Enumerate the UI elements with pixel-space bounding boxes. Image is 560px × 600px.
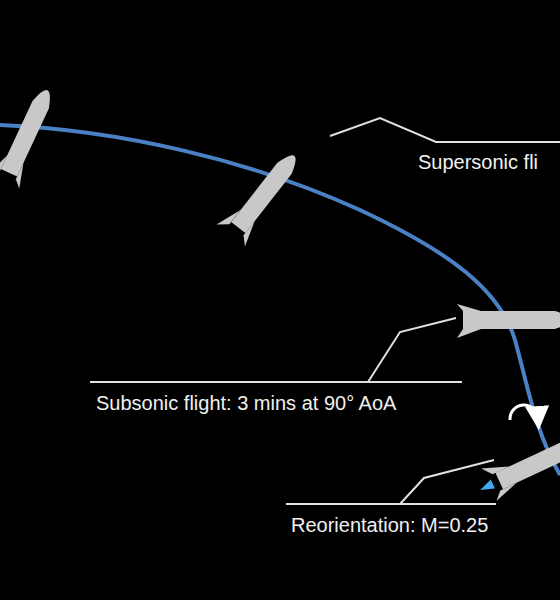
rotation-arrow [510, 405, 538, 420]
callout-label: Subsonic flight: 3 mins at 90° AoA [96, 391, 396, 415]
leader-line [330, 118, 560, 142]
callout-label: Supersonic fli [418, 150, 538, 174]
trajectory [0, 125, 560, 475]
leader-line [286, 503, 496, 505]
leader-line [90, 381, 462, 383]
rocket [0, 83, 62, 189]
callout-label: Reorientation: M=0.25 [291, 513, 488, 537]
leader-line [368, 318, 456, 382]
leader-line [400, 460, 494, 504]
rocket [217, 144, 308, 247]
rocket [472, 425, 560, 505]
rocket [457, 304, 560, 338]
